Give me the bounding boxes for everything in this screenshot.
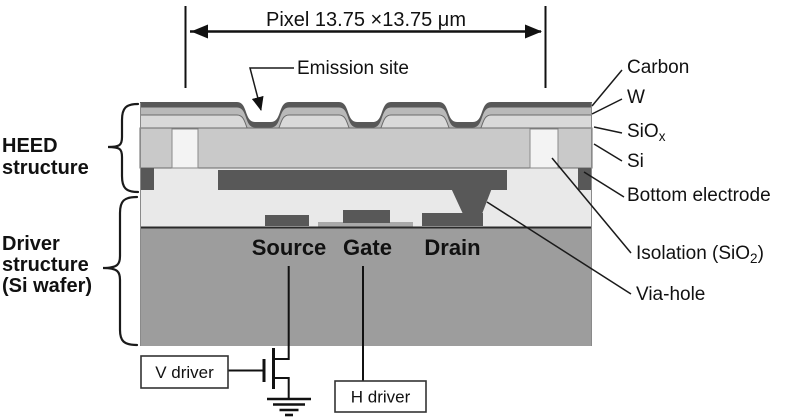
siox-label-sub: x bbox=[659, 129, 666, 144]
emission-site-annotation: Emission site bbox=[249, 58, 409, 111]
bottom-electrode-main bbox=[218, 170, 507, 190]
top-film-stack bbox=[140, 102, 592, 129]
carbon-leader bbox=[591, 69, 623, 107]
si-layer bbox=[139, 127, 593, 169]
carbon-label: Carbon bbox=[627, 57, 689, 78]
drain-label: Drain bbox=[424, 235, 480, 260]
heed-label-line2: structure bbox=[2, 157, 89, 179]
emission-site-label: Emission site bbox=[297, 58, 409, 79]
siox-leader bbox=[593, 126, 623, 134]
h-driver-label: H driver bbox=[351, 388, 411, 407]
driver-label-line1: Driver bbox=[2, 233, 60, 255]
v-driver-label: V driver bbox=[155, 363, 214, 382]
via-hole-label: Via-hole bbox=[636, 284, 705, 305]
si-leader bbox=[593, 143, 623, 162]
dimension-arrowhead-left-icon bbox=[191, 24, 208, 39]
driver-label-line2: structure bbox=[2, 254, 89, 276]
siox-label-base: SiO bbox=[627, 121, 659, 142]
isolation-slot-left bbox=[171, 128, 199, 169]
driver-structure-group: Driver structure (Si wafer) bbox=[2, 195, 139, 347]
via-hole bbox=[451, 188, 492, 214]
driver-brace bbox=[102, 195, 139, 347]
drive-circuit: V driver H driver bbox=[140, 266, 427, 417]
pixel-dimension-label: Pixel 13.75 ×13.75 μm bbox=[266, 9, 466, 31]
source-wire bbox=[273, 266, 290, 360]
v-driver-box: V driver bbox=[140, 355, 229, 389]
bottom-electrode-leader bbox=[583, 171, 625, 198]
h-driver-box: H driver bbox=[334, 380, 427, 413]
gate-label: Gate bbox=[343, 235, 392, 260]
heed-label-line1: HEED bbox=[2, 135, 58, 157]
ground-icon bbox=[267, 397, 311, 417]
tungsten-leader bbox=[591, 98, 623, 115]
gate-electrode bbox=[343, 210, 390, 223]
isolation-label-base: Isolation (SiO bbox=[636, 243, 750, 264]
gate-oxide bbox=[318, 222, 413, 227]
via-hole-leader bbox=[486, 201, 632, 295]
siox-layer bbox=[140, 115, 592, 129]
bottom-electrode-left bbox=[140, 168, 154, 190]
isolation-label-sub: 2 bbox=[750, 251, 758, 266]
heed-structure-group: HEED structure bbox=[2, 102, 140, 194]
isolation-label-end: ) bbox=[758, 243, 764, 264]
siox-label: SiOx bbox=[627, 121, 666, 144]
bottom-electrode-label: Bottom electrode bbox=[627, 185, 771, 206]
source-electrode bbox=[265, 215, 309, 226]
layer-callouts: Carbon W SiOx Si Bottom electrode Isolat… bbox=[486, 57, 771, 305]
tungsten-label: W bbox=[627, 87, 645, 108]
source-label: Source bbox=[252, 235, 327, 260]
emission-leader bbox=[249, 67, 294, 111]
isolation-leader bbox=[551, 157, 632, 254]
isolation-label: Isolation (SiO2) bbox=[636, 243, 764, 266]
mosfet-source-wire bbox=[273, 377, 290, 398]
heed-brace bbox=[107, 102, 140, 194]
drain-electrode bbox=[422, 213, 483, 226]
mosfet-icon bbox=[228, 348, 290, 398]
pixel-dimension: Pixel 13.75 ×13.75 μm bbox=[184, 6, 547, 88]
bottom-electrode-right bbox=[578, 168, 592, 190]
carbon-layer bbox=[140, 102, 592, 129]
isolation-slot-right bbox=[529, 128, 559, 169]
driver-label-line3: (Si wafer) bbox=[2, 275, 92, 297]
si-label: Si bbox=[627, 151, 644, 172]
si-wafer bbox=[140, 227, 592, 346]
